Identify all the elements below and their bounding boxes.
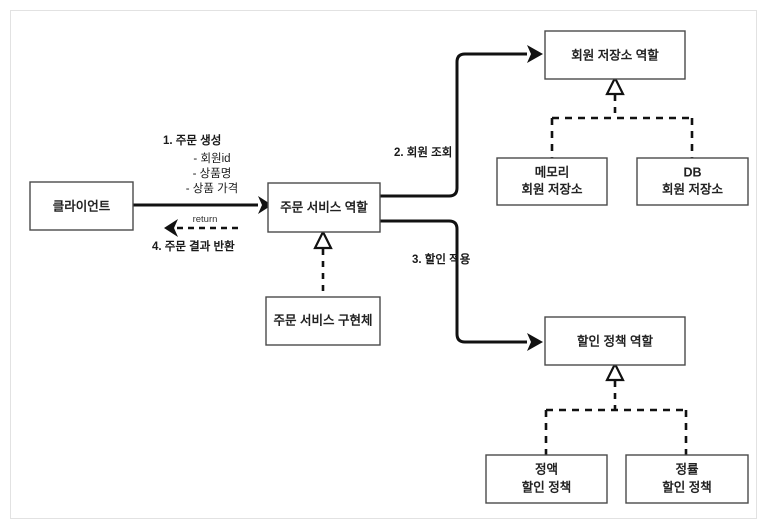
node-client[interactable]: 클라이언트	[29, 181, 134, 231]
discount-policy-role-box[interactable]	[544, 316, 686, 366]
db-member-repository-box[interactable]	[636, 157, 749, 206]
step-1-arrowhead	[258, 196, 272, 214]
return-label: return	[193, 214, 218, 225]
step-1-param-member-id: - 회원id	[193, 151, 230, 165]
node-db-member-repository[interactable]: DB 회원 저장소	[636, 157, 749, 206]
rate-discount-policy-label-line-2: 할인 정책	[662, 479, 711, 494]
step-2-arrowhead	[527, 45, 543, 63]
step-1-param-item-price: - 상품 가격	[186, 181, 239, 195]
discount-policy-role-label: 할인 정책 역할	[577, 333, 653, 348]
realization-triangle-discount-policy	[605, 361, 625, 382]
realization-discount-policy	[544, 361, 688, 455]
diagram-frame	[10, 10, 757, 519]
node-fix-discount-policy[interactable]: 정액 할인 정책	[485, 454, 608, 504]
memory-member-repository-label-line-1: 메모리	[535, 164, 570, 179]
step-3-line	[380, 219, 527, 344]
order-service-impl-box[interactable]	[265, 296, 381, 346]
step-1-label: 1. 주문 생성	[163, 133, 221, 147]
memory-member-repository-box[interactable]	[496, 157, 608, 206]
node-order-service-impl[interactable]: 주문 서비스 구현체	[265, 296, 381, 346]
step-1-param-item-name: - 상품명	[193, 167, 232, 180]
fix-discount-policy-box[interactable]	[485, 454, 608, 504]
realization-triangle-member-repository	[605, 75, 625, 96]
db-member-repository-label-line-1: DB	[683, 165, 701, 179]
node-discount-policy-role[interactable]: 할인 정책 역할	[544, 316, 686, 366]
connector-step-3	[380, 219, 543, 351]
member-repository-role-label: 회원 저장소 역할	[571, 47, 659, 62]
step-3-arrowhead	[527, 333, 543, 351]
order-service-role-label: 주문 서비스 역할	[280, 199, 368, 214]
connector-step-1	[133, 196, 272, 214]
client-box[interactable]	[29, 181, 134, 231]
node-order-service-role[interactable]: 주문 서비스 역할	[267, 182, 381, 233]
db-member-repository-label-line-2: 회원 저장소	[662, 181, 723, 196]
order-service-impl-label: 주문 서비스 구현체	[274, 312, 373, 327]
node-member-repository-role[interactable]: 회원 저장소 역할	[544, 30, 686, 80]
step-2-label: 2. 회원 조회	[394, 145, 452, 159]
fix-discount-policy-label-line-1: 정액	[535, 461, 558, 476]
connector-step-2	[380, 45, 543, 198]
connector-step-4	[164, 219, 238, 237]
step-4-label: 4. 주문 결과 반환	[152, 239, 235, 253]
step-4-arrowhead	[164, 219, 178, 237]
node-memory-member-repository[interactable]: 메모리 회원 저장소	[496, 157, 608, 206]
node-rate-discount-policy[interactable]: 정률 할인 정책	[625, 454, 749, 504]
step-2-line	[380, 52, 527, 198]
step-3-label: 3. 할인 적용	[412, 252, 471, 266]
realization-order-service	[313, 229, 333, 297]
member-repository-role-box[interactable]	[544, 30, 686, 80]
rate-discount-policy-box[interactable]	[625, 454, 749, 504]
memory-member-repository-label-line-2: 회원 저장소	[522, 181, 583, 196]
order-service-role-box[interactable]	[267, 182, 381, 233]
realization-triangle-order-service	[313, 229, 333, 250]
rate-discount-policy-label-line-1: 정률	[675, 461, 699, 476]
fix-discount-policy-label-line-2: 할인 정책	[522, 479, 571, 494]
client-label: 클라이언트	[53, 198, 111, 213]
realization-member-repository	[550, 75, 694, 158]
